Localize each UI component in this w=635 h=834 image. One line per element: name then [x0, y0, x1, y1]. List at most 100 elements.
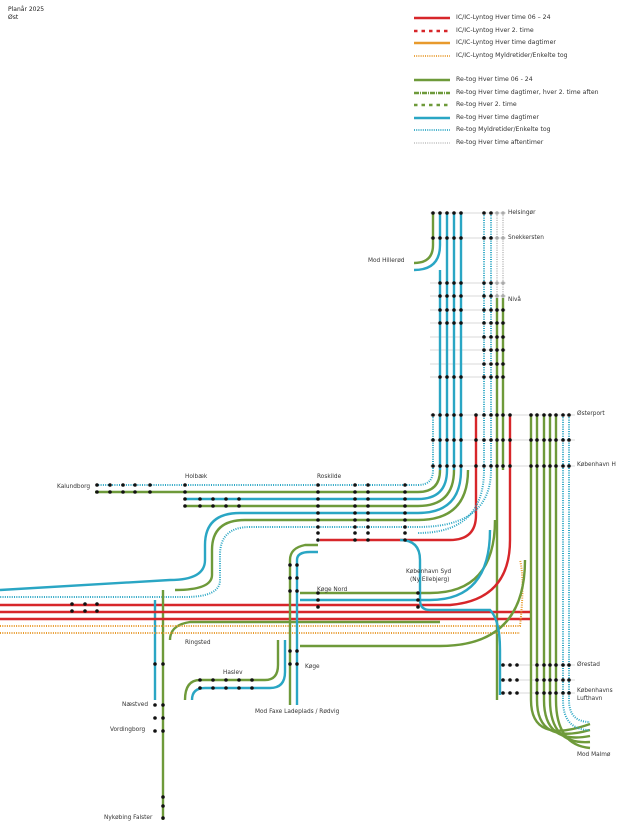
- line-hillerod-green: [413, 213, 435, 265]
- station-dot: [153, 703, 157, 707]
- station-dot: [250, 686, 254, 690]
- station-label-roskilde: Roskilde: [317, 474, 342, 480]
- station-dot: [431, 236, 435, 240]
- legend-swatch-re-day-evening: [414, 91, 450, 94]
- station-dot: [366, 531, 370, 535]
- station-dot: [489, 438, 493, 442]
- station-dot: [95, 609, 99, 613]
- station-dot: [459, 211, 463, 215]
- station-label-holbaek: Holbæk: [185, 474, 208, 480]
- station-dot: [316, 531, 320, 535]
- station-dot: [501, 375, 505, 379]
- station-dot: [501, 691, 505, 695]
- line-ringsted-koge-green: [168, 620, 440, 641]
- station-dot: [198, 497, 202, 501]
- station-dot: [495, 294, 499, 298]
- station-label-ringsted: Ringsted: [185, 640, 211, 646]
- station-dot: [482, 281, 486, 285]
- station-label-ny-ellebjerg: (Ny Ellebjerg): [410, 577, 450, 583]
- station-dot: [316, 483, 320, 487]
- station-dot: [95, 490, 99, 494]
- station-label-niva: Nivå: [508, 297, 521, 303]
- station-dot: [416, 605, 420, 609]
- station-dot: [183, 497, 187, 501]
- station-dot: [148, 483, 152, 487]
- station-dot: [489, 348, 493, 352]
- station-dot: [403, 538, 407, 542]
- line-haslev-green: [183, 640, 280, 701]
- station-dot: [237, 497, 241, 501]
- station-dot: [561, 464, 565, 468]
- line-koge-nord-blue: [300, 529, 492, 602]
- station-dot: [366, 504, 370, 508]
- station-dot: [452, 211, 456, 215]
- station-label-kobenhavn-syd: København Syd: [406, 569, 452, 575]
- station-dot: [403, 497, 407, 501]
- line-koge-nord-green2: [300, 559, 527, 648]
- station-label-snekkersten: Snekkersten: [508, 235, 544, 241]
- station-dot: [431, 211, 435, 215]
- station-dot: [489, 375, 493, 379]
- line-oresund-blue-dotted: [568, 415, 591, 723]
- station-dot: [529, 464, 533, 468]
- station-dot: [366, 497, 370, 501]
- line-koge-branch-green: [288, 543, 318, 561]
- line-oresund-green: [535, 415, 591, 735]
- station-dot: [108, 490, 112, 494]
- legend-item: IC/IC-Lyntog Hver time 06 – 24: [414, 13, 634, 23]
- station-dot: [495, 362, 499, 366]
- station-dot: [567, 663, 571, 667]
- station-dot: [161, 729, 165, 733]
- station-dot: [535, 464, 539, 468]
- station-dot: [353, 497, 357, 501]
- station-dot: [561, 691, 565, 695]
- station-dot: [353, 490, 357, 494]
- station-dot: [121, 490, 125, 494]
- station-dot: [495, 335, 499, 339]
- station-dot: [70, 609, 74, 613]
- station-dot: [366, 490, 370, 494]
- station-dot: [515, 691, 519, 695]
- station-dot: [548, 678, 552, 682]
- station-dot: [501, 308, 505, 312]
- station-dot: [508, 663, 512, 667]
- station-dot: [459, 375, 463, 379]
- legend-swatch-re-rush: [414, 129, 450, 131]
- station-dot: [445, 211, 449, 215]
- station-dot: [508, 464, 512, 468]
- station-dot: [474, 464, 478, 468]
- station-dot: [445, 236, 449, 240]
- station-dot: [445, 464, 449, 468]
- plan-title: Planår 2025: [8, 6, 45, 13]
- legend-swatch-ic-hourly: [414, 16, 450, 20]
- line-ic-orange: [0, 559, 524, 627]
- station-dot: [445, 281, 449, 285]
- station-dot: [438, 413, 442, 417]
- station-dot: [482, 362, 486, 366]
- station-label-mod-hillerod: Mod Hillerød: [368, 258, 405, 264]
- station-dot: [482, 236, 486, 240]
- station-dot: [295, 589, 299, 593]
- station-label-naestved: Næstved: [122, 702, 148, 708]
- station-dot: [183, 490, 187, 494]
- station-dot: [567, 691, 571, 695]
- station-dot: [515, 663, 519, 667]
- station-dot: [482, 375, 486, 379]
- station-dot: [501, 211, 505, 215]
- station-dot: [495, 348, 499, 352]
- station-dot: [237, 678, 241, 682]
- station-dot: [211, 686, 215, 690]
- station-dot: [403, 531, 407, 535]
- line-holbaek-green: [185, 469, 456, 508]
- station-dot: [489, 281, 493, 285]
- station-dot: [183, 483, 187, 487]
- station-dot: [288, 589, 292, 593]
- station-dot: [474, 438, 478, 442]
- station-dot: [542, 464, 546, 468]
- legend-swatch-re-day: [414, 116, 450, 119]
- station-dot: [316, 490, 320, 494]
- station-dot: [353, 483, 357, 487]
- station-dot: [489, 294, 493, 298]
- legend-item: Re-tog Hver time dagtimer, hver 2. time …: [414, 88, 634, 98]
- station-dot: [316, 504, 320, 508]
